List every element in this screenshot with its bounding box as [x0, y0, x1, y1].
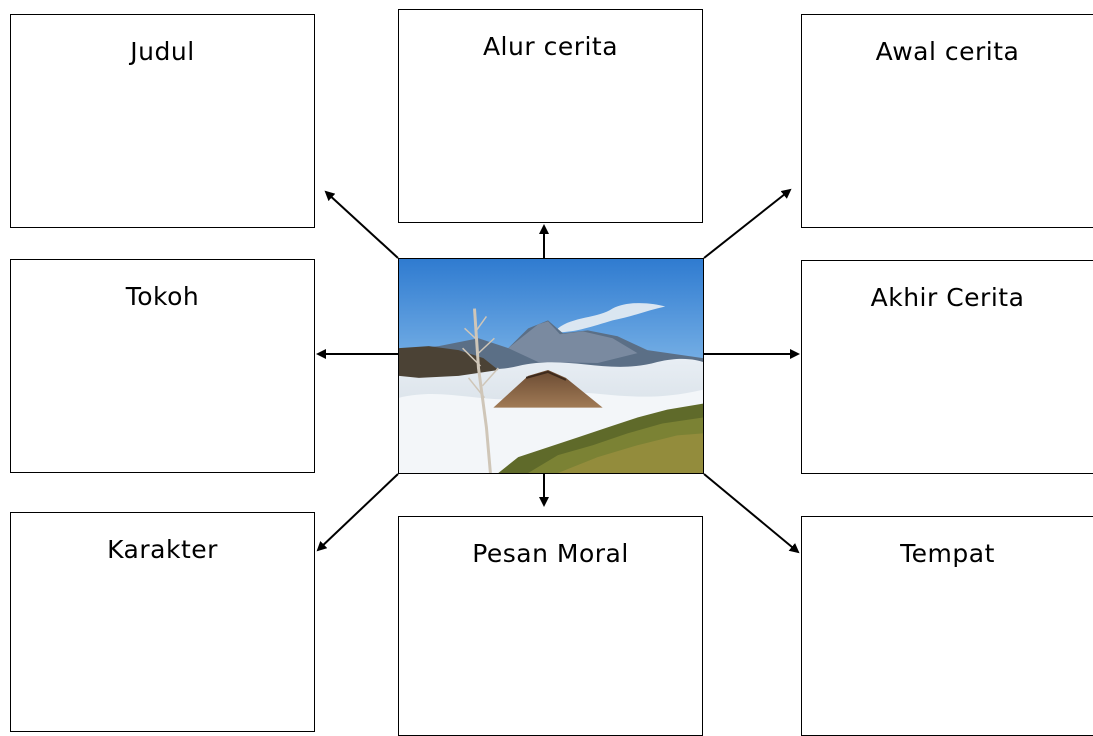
arrow-to-awal-cerita	[703, 188, 792, 259]
arrow-to-judul	[324, 190, 399, 259]
arrow-to-karakter	[316, 473, 399, 552]
box-label-tokoh: Tokoh	[125, 282, 200, 311]
box-akhir-cerita: Akhir Cerita	[801, 260, 1093, 474]
box-karakter: Karakter	[10, 512, 315, 732]
box-judul: Judul	[10, 14, 315, 228]
box-label-tempat: Tempat	[900, 539, 995, 568]
box-alur-cerita: Alur cerita	[398, 9, 703, 223]
box-pesan-moral: Pesan Moral	[398, 516, 703, 736]
arrow-to-tempat	[703, 473, 800, 554]
box-tokoh: Tokoh	[10, 259, 315, 473]
box-label-alur-cerita: Alur cerita	[482, 32, 619, 61]
box-label-judul: Judul	[130, 37, 195, 66]
box-label-karakter: Karakter	[107, 535, 218, 564]
volcano-landscape-picture	[399, 259, 703, 473]
center-landscape-image	[398, 258, 704, 474]
box-tempat: Tempat	[801, 516, 1093, 736]
box-label-pesan-moral: Pesan Moral	[472, 539, 629, 568]
box-awal-cerita: Awal cerita	[801, 14, 1093, 228]
box-label-akhir-cerita: Akhir Cerita	[870, 283, 1025, 312]
box-label-awal-cerita: Awal cerita	[875, 37, 1020, 66]
